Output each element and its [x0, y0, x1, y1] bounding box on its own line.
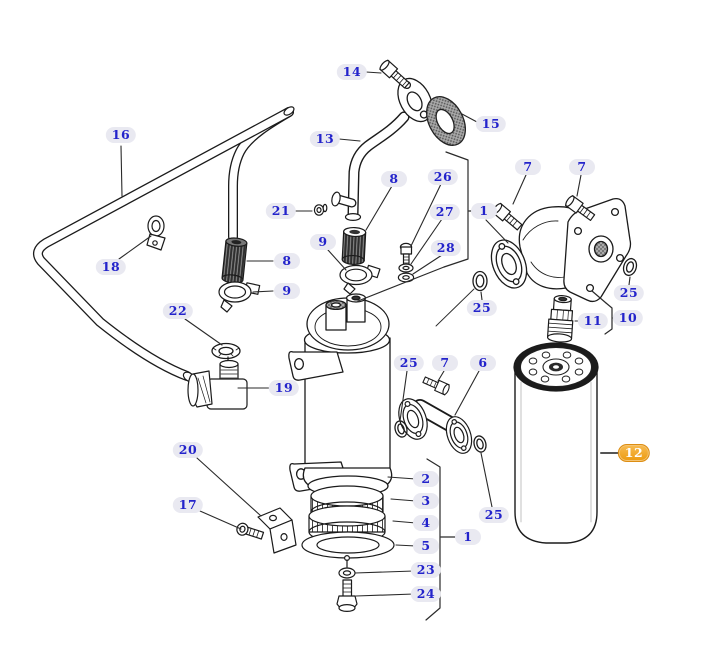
part-bolt-7c — [422, 376, 450, 396]
part-washer-22 — [211, 342, 241, 360]
part-bolt-7b — [564, 195, 596, 222]
part-bowl-stack — [301, 485, 395, 568]
part-bolt-7a — [492, 202, 523, 231]
callout-26[interactable]: 26 — [427, 169, 459, 185]
part-pipe-13 — [344, 111, 410, 222]
part-clip-18 — [146, 215, 166, 251]
callout-20[interactable]: 20 — [172, 442, 204, 458]
part-elbow-19 — [187, 356, 248, 410]
callout-1[interactable]: 1 — [455, 529, 481, 545]
part-bracket-20 — [257, 507, 297, 554]
callout-17[interactable]: 17 — [172, 497, 204, 513]
callout-24[interactable]: 24 — [410, 586, 442, 602]
part-clamp-9-mid — [339, 264, 381, 295]
callout-22[interactable]: 22 — [162, 303, 194, 319]
callout-23[interactable]: 23 — [410, 562, 442, 578]
callout-10[interactable]: 10 — [612, 310, 644, 326]
callout-13[interactable]: 13 — [309, 131, 341, 147]
part-oring-25c — [394, 420, 408, 438]
part-hose-16 — [32, 106, 295, 383]
callout-27[interactable]: 27 — [429, 204, 461, 220]
callout-9[interactable]: 9 — [274, 283, 300, 299]
callout-7[interactable]: 7 — [515, 159, 541, 175]
part-filter-head — [490, 198, 632, 303]
callout-12[interactable]: 12 — [617, 444, 651, 462]
callout-15[interactable]: 15 — [475, 116, 507, 132]
callout-8[interactable]: 8 — [274, 253, 300, 269]
part-clamp-9-left — [218, 281, 261, 313]
callout-6[interactable]: 6 — [470, 355, 496, 371]
callout-7[interactable]: 7 — [432, 355, 458, 371]
part-oring-25d — [473, 435, 487, 453]
part-flange-13 — [397, 77, 433, 123]
callout-25[interactable]: 25 — [466, 300, 498, 316]
part-adapter-6 — [398, 398, 473, 454]
part-olive-21 — [313, 191, 357, 216]
callout-25[interactable]: 25 — [478, 507, 510, 523]
part-nipple-11 — [546, 295, 574, 343]
part-element-8-mid — [341, 226, 367, 266]
part-bolt-24 — [336, 579, 358, 612]
callout-28[interactable]: 28 — [430, 240, 462, 256]
part-bolt-14 — [379, 59, 410, 89]
callout-4[interactable]: 4 — [413, 515, 439, 531]
part-fuel-filter-12 — [513, 342, 599, 544]
callout-11[interactable]: 11 — [577, 313, 609, 329]
part-bolt-17 — [236, 522, 265, 540]
part-washer-27 — [398, 263, 414, 273]
callout-14[interactable]: 14 — [336, 64, 368, 80]
callout-7[interactable]: 7 — [569, 159, 595, 175]
callout-25[interactable]: 25 — [393, 355, 425, 371]
part-oring-25b — [622, 257, 638, 277]
callout-5[interactable]: 5 — [413, 538, 439, 554]
part-element-8-left — [221, 237, 248, 284]
callout-1[interactable]: 1 — [471, 203, 497, 219]
part-washer-23 — [338, 567, 356, 579]
callout-8[interactable]: 8 — [381, 171, 407, 187]
leader-lines — [118, 71, 631, 597]
part-oring-25a — [472, 270, 488, 292]
callout-9[interactable]: 9 — [310, 234, 336, 250]
callout-2[interactable]: 2 — [413, 471, 439, 487]
callout-21[interactable]: 21 — [265, 203, 297, 219]
part-bolt-26 — [399, 242, 413, 266]
callout-3[interactable]: 3 — [413, 493, 439, 509]
callout-19[interactable]: 19 — [268, 380, 300, 396]
callout-16[interactable]: 16 — [105, 127, 137, 143]
part-gasket-15 — [426, 96, 466, 146]
callout-18[interactable]: 18 — [95, 259, 127, 275]
callout-25[interactable]: 25 — [613, 285, 645, 301]
